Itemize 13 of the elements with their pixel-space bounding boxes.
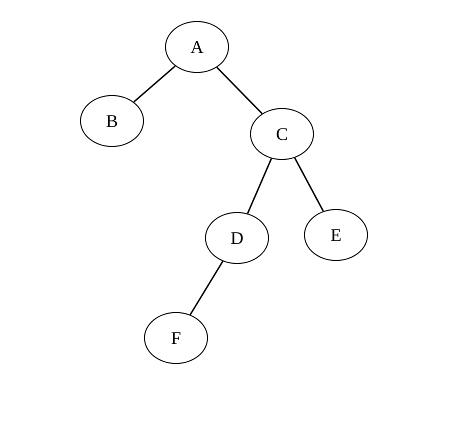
node-label: C [276, 125, 288, 143]
tree-node-ellipse [165, 21, 229, 73]
tree-node-ellipse [80, 95, 144, 147]
node-label: E [330, 226, 342, 244]
connector-line [246, 158, 272, 214]
node-label: F [170, 329, 181, 347]
node-label: B [106, 112, 118, 130]
connector-line [133, 65, 176, 103]
connector-line [190, 260, 224, 316]
node-label: D [230, 229, 244, 247]
node-label: A [190, 38, 204, 56]
connector-line [216, 66, 263, 114]
connector-line [294, 158, 324, 212]
